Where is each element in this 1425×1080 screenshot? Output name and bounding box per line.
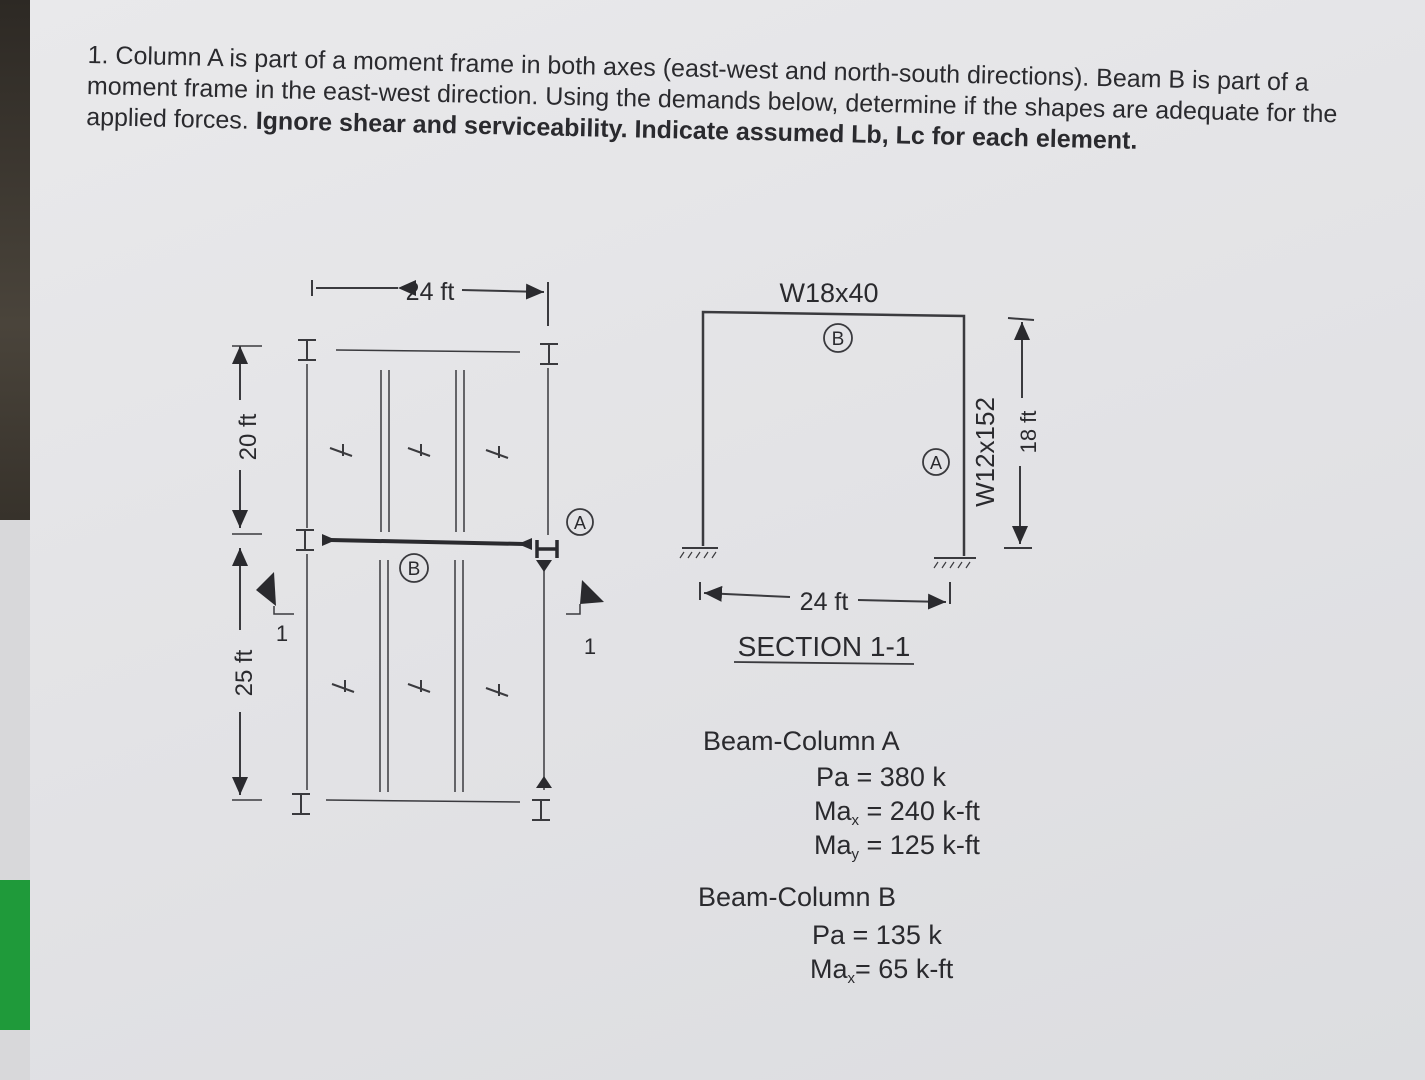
plan-view bbox=[232, 280, 604, 821]
section-beam-shape: W18x40 bbox=[779, 278, 878, 308]
section-labels: W18x40 B A W12x152 18 ft 24 ft SECTION 1… bbox=[738, 278, 1041, 662]
plan-left-dimension-lower: 25 ft bbox=[231, 649, 258, 696]
section-beam-label: B bbox=[832, 329, 845, 350]
section-view bbox=[679, 310, 1035, 665]
plan-section-mark-left: 1 bbox=[276, 621, 288, 646]
plan-left-dimension-upper: 20 ft bbox=[235, 413, 262, 460]
section-column-label: A bbox=[930, 453, 942, 473]
section-height-dimension: 18 ft bbox=[1016, 411, 1041, 454]
plan-top-dimension: 24 ft bbox=[406, 278, 455, 306]
section-span-dimension: 24 ft bbox=[800, 588, 849, 616]
plan-column-label: A bbox=[574, 513, 586, 533]
paper-sheet bbox=[30, 0, 1425, 1080]
plan-section-mark-right: 1 bbox=[584, 634, 596, 659]
section-title: SECTION 1-1 bbox=[738, 631, 911, 662]
plan-labels: 24 ft 20 ft 25 ft 1 1 B A bbox=[231, 278, 596, 696]
plan-beam-label: B bbox=[408, 559, 421, 580]
section-column-shape: W12x152 bbox=[970, 397, 1000, 507]
